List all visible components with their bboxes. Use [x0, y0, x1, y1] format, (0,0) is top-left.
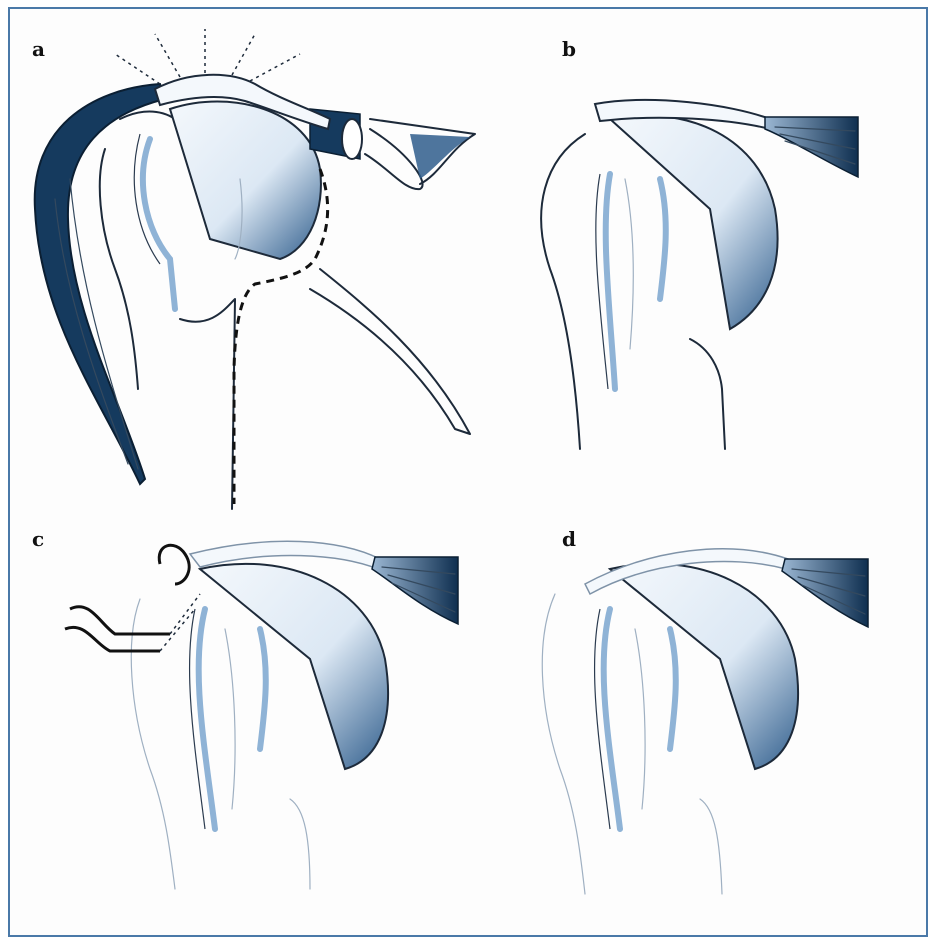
panel-a-drawing	[35, 29, 475, 509]
panel-d-drawing	[542, 549, 868, 894]
figure-frame: a b c d	[8, 7, 928, 937]
anatomy-illustration	[10, 9, 930, 939]
panel-label-d: d	[562, 527, 576, 551]
panel-label-b: b	[562, 37, 576, 61]
panel-label-a: a	[32, 37, 45, 61]
panel-b-drawing	[541, 100, 858, 449]
panel-label-c: c	[32, 527, 44, 551]
suture-loop	[159, 545, 189, 584]
panel-c-drawing	[65, 541, 458, 889]
